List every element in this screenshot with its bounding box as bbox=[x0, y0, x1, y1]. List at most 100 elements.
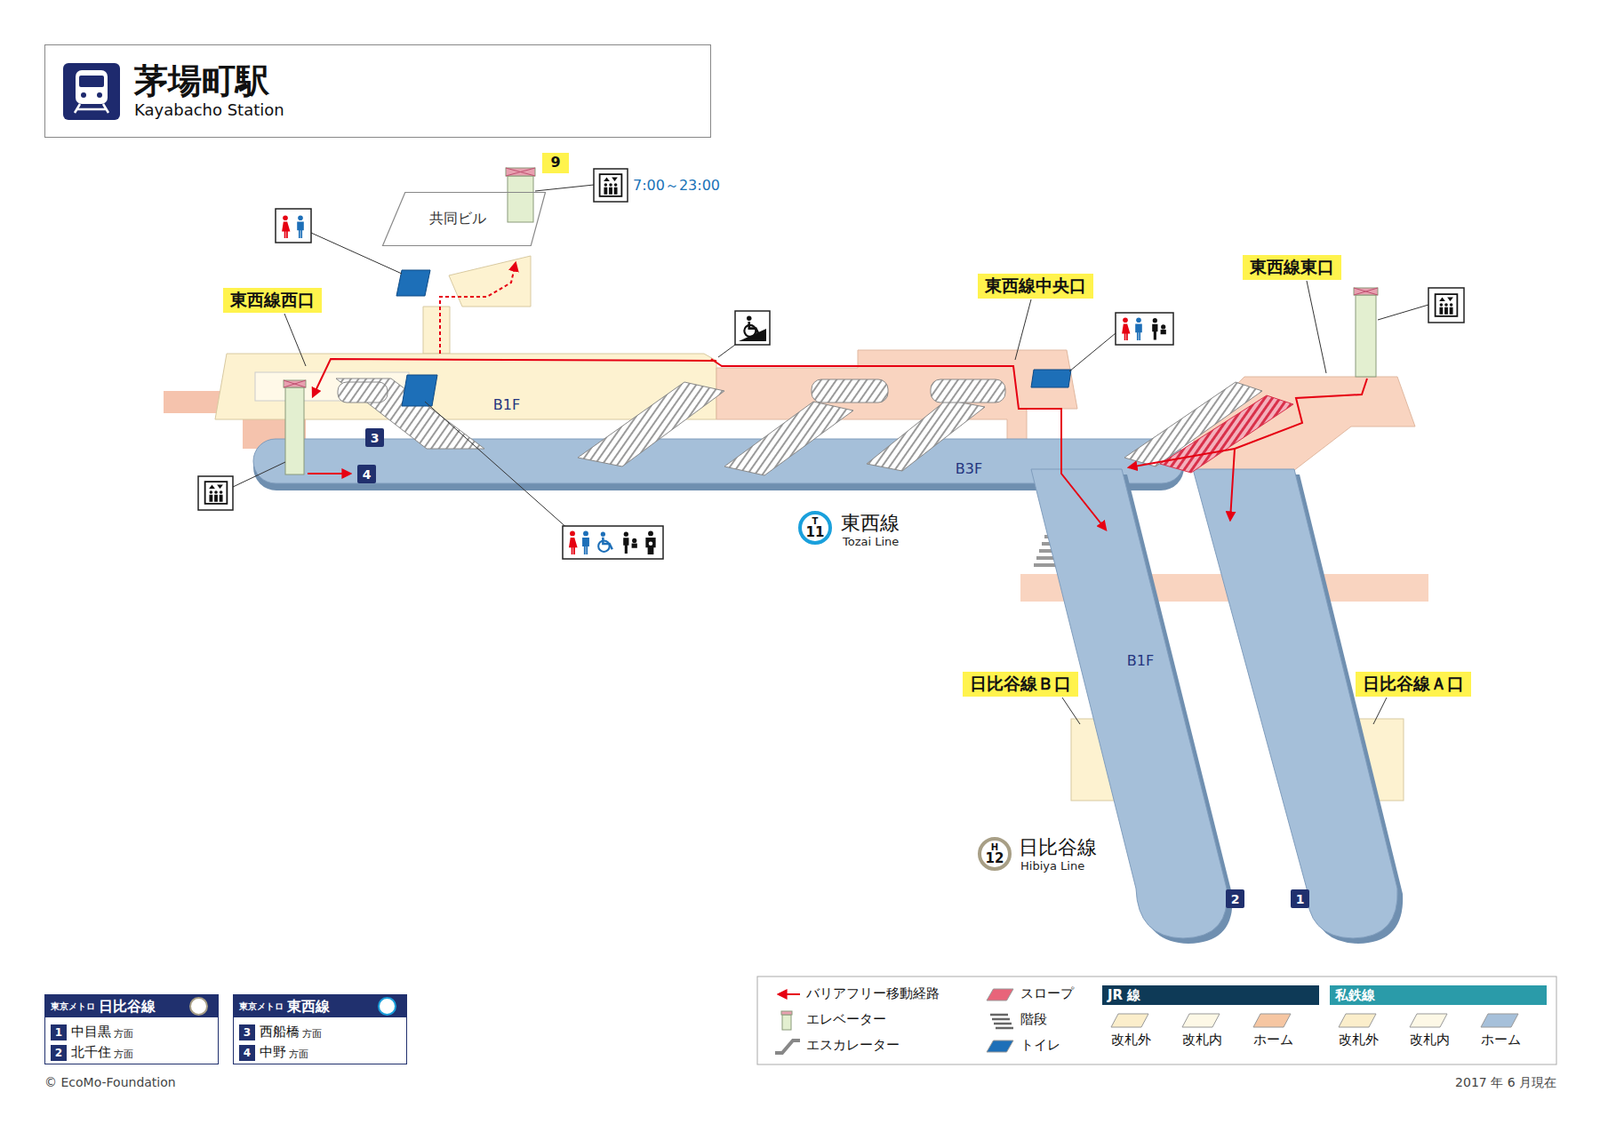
legend-bar: 私鉄線 bbox=[1329, 985, 1547, 1006]
legend-text: エレベーター bbox=[806, 1011, 887, 1028]
escalator bbox=[337, 382, 388, 403]
exit-callout: 東西線中央口 bbox=[977, 273, 1094, 299]
legend-swatch bbox=[1182, 1014, 1220, 1028]
legend-frame bbox=[757, 976, 1557, 1065]
facility-icon bbox=[645, 530, 656, 555]
node-text: 東京メトロ bbox=[239, 995, 284, 1018]
line-name-en: Hibiya Line bbox=[1020, 859, 1085, 874]
node-text: 11 bbox=[806, 526, 825, 540]
legend-swatch bbox=[986, 989, 1014, 1001]
legend-swatch-box bbox=[1480, 1013, 1520, 1029]
legend-swatch-box bbox=[1408, 1013, 1448, 1029]
title-icon bbox=[80, 92, 87, 98]
legend-swatch-box bbox=[985, 1040, 1015, 1054]
platform-number: 2 bbox=[1225, 889, 1245, 909]
elevator-shaft bbox=[283, 168, 1378, 388]
facility-icon bbox=[198, 168, 1464, 560]
facility-icon bbox=[1428, 288, 1464, 323]
legend-symbol bbox=[778, 993, 800, 996]
platform-number: 1 bbox=[1290, 889, 1310, 909]
concourse-area bbox=[423, 306, 450, 354]
legend-symbol bbox=[782, 1015, 792, 1031]
direction-name: 中目黒 bbox=[71, 1024, 112, 1040]
title-icon bbox=[75, 70, 108, 104]
facility-icon bbox=[1135, 317, 1143, 341]
node-text: 日比谷線Ａ口 bbox=[1362, 674, 1464, 695]
title-icon bbox=[63, 63, 120, 120]
direction-name: 北千住 bbox=[71, 1044, 112, 1061]
escalator bbox=[724, 401, 854, 476]
title-icon bbox=[96, 92, 103, 98]
legend-text: スロープ bbox=[1020, 985, 1074, 1002]
leader-line bbox=[284, 313, 306, 367]
facility-icon bbox=[1435, 294, 1458, 317]
facility-icon bbox=[1115, 312, 1174, 345]
barrier-free-route bbox=[1230, 378, 1368, 520]
elevator-shaft bbox=[1355, 295, 1376, 377]
facility-icon bbox=[735, 311, 770, 345]
platform-number: 2 bbox=[50, 1045, 67, 1062]
leader-line bbox=[1306, 280, 1327, 374]
facility-icon bbox=[205, 481, 228, 504]
escalator bbox=[811, 379, 888, 403]
legend-frame bbox=[757, 976, 1557, 1065]
node-text: 12 bbox=[985, 852, 1005, 866]
facility-icon bbox=[738, 328, 767, 342]
leader-line bbox=[311, 232, 402, 274]
facility-icon bbox=[198, 476, 233, 511]
node-text: 3 bbox=[243, 1027, 251, 1039]
toilet-block bbox=[401, 375, 438, 407]
legend-symbol bbox=[781, 1011, 792, 1016]
exit-callout: 日比谷線Ｂ口 bbox=[962, 672, 1079, 697]
legend-text: ホーム bbox=[1480, 1032, 1521, 1048]
leader-line bbox=[1069, 333, 1116, 372]
direction-name: 西船橋 bbox=[259, 1024, 300, 1040]
concourse-area bbox=[448, 256, 531, 307]
leader-line bbox=[232, 462, 286, 488]
legend-text: 改札外 bbox=[1338, 1032, 1379, 1048]
legend-swatch bbox=[1338, 1014, 1376, 1028]
date-note: 2017 年 6 月現在 bbox=[1455, 1075, 1557, 1091]
line-name: 日比谷線 bbox=[1018, 836, 1097, 860]
platform-number: 3 bbox=[239, 1024, 256, 1041]
direction-suffix: 方面 bbox=[113, 1028, 134, 1040]
title-icon bbox=[79, 75, 104, 88]
platform-number: 3 bbox=[365, 428, 384, 448]
leader-line bbox=[1377, 304, 1429, 320]
node-text: H bbox=[193, 1001, 203, 1013]
exit-callout: 東西線西口 bbox=[223, 288, 322, 313]
node-text: 日比谷線 bbox=[98, 995, 156, 1018]
legend-swatch-box bbox=[1181, 1013, 1221, 1029]
legend-swatch bbox=[1480, 1014, 1519, 1028]
node-text: 4 bbox=[243, 1048, 251, 1059]
legend-swatch bbox=[1253, 1014, 1291, 1028]
facility-icon bbox=[568, 530, 578, 555]
leader-line bbox=[232, 184, 1429, 725]
node-text: 1 bbox=[1296, 893, 1305, 906]
exit-number: 9 bbox=[542, 152, 569, 174]
floor-label: B1F bbox=[1127, 652, 1154, 670]
legend-text: ホーム bbox=[1253, 1032, 1294, 1048]
legend-text: エスカレーター bbox=[806, 1037, 900, 1054]
escalator bbox=[577, 382, 725, 467]
legend-symbol bbox=[775, 1040, 800, 1054]
escalator bbox=[930, 379, 1006, 403]
node-text: 1 bbox=[55, 1027, 63, 1039]
node-text: 東西線東口 bbox=[1249, 257, 1335, 278]
facility-icon bbox=[1152, 318, 1167, 340]
barrier-free-route bbox=[312, 359, 717, 397]
elevator-shaft bbox=[285, 387, 304, 475]
barrier-free-route bbox=[440, 263, 516, 354]
direction-suffix: 方面 bbox=[113, 1048, 134, 1061]
legend-symbol bbox=[775, 994, 1014, 1054]
legend-swatch-box bbox=[1252, 1013, 1292, 1029]
leader-line bbox=[535, 184, 594, 192]
legend-text: 改札外 bbox=[1111, 1032, 1152, 1048]
node-text: 東西線西口 bbox=[230, 290, 315, 311]
barrier-free-route bbox=[307, 263, 1368, 530]
leader-line bbox=[718, 344, 736, 358]
facility-icon bbox=[562, 526, 664, 560]
copyright-note: © EcoMo-Foundation bbox=[44, 1075, 176, 1091]
